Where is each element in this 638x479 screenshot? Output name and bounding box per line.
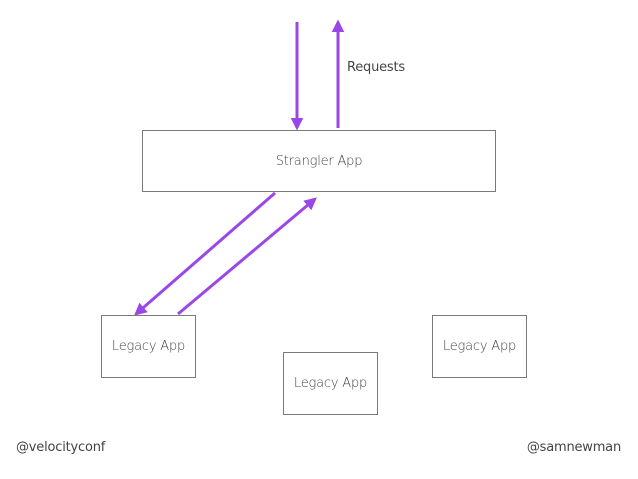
legacy-to-strangler-arrow <box>177 197 317 316</box>
footer-left-handle: @velocityconf <box>16 440 106 455</box>
legacy-app-label: Legacy App <box>442 339 517 354</box>
legacy-app-box-right: Legacy App <box>432 315 527 378</box>
strangler-app-label: Strangler App <box>275 153 363 169</box>
strangler-app-box: Strangler App <box>142 130 496 192</box>
footer-right-handle: @samnewman <box>526 440 621 455</box>
legacy-app-box-left: Legacy App <box>101 315 196 378</box>
legacy-app-box-middle: Legacy App <box>283 352 378 415</box>
requests-label: Requests <box>347 60 405 75</box>
legacy-app-label: Legacy App <box>111 339 186 354</box>
legacy-app-label: Legacy App <box>293 376 368 391</box>
strangler-to-legacy-arrow <box>134 191 276 316</box>
